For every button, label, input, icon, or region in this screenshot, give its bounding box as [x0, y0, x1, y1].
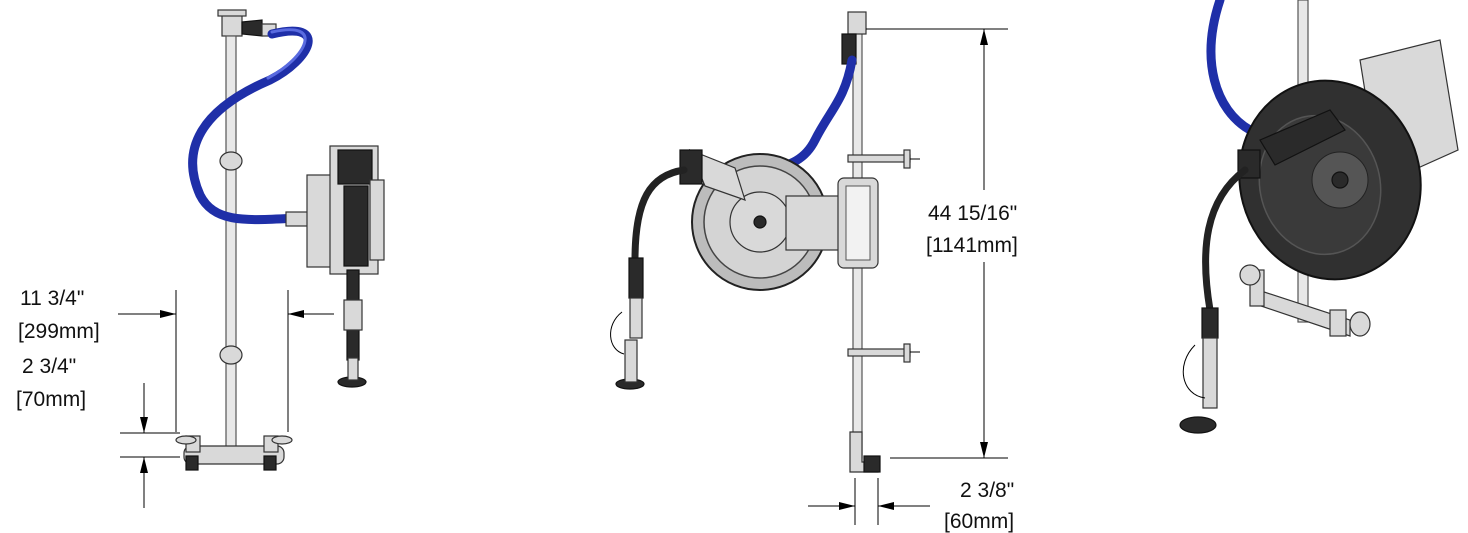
dim-side-height-imperial: 44 15/16"	[928, 202, 1017, 225]
side-bracket-upper	[847, 149, 920, 169]
iso-spray-head	[1179, 416, 1217, 434]
side-view: 44 15/16" [1141mm] 2 3/8" [60mm]	[610, 11, 1018, 533]
dimension-side-depth	[808, 478, 930, 525]
pipe-bracket	[219, 345, 243, 365]
hose-reel-front	[306, 145, 385, 275]
dimension-front-width	[118, 290, 334, 432]
iso-blue-hose	[1206, 0, 1255, 135]
side-top-valve	[847, 11, 867, 35]
side-bracket-lower	[847, 343, 920, 363]
wall-faucet	[175, 435, 293, 471]
isometric-view	[1179, 0, 1459, 434]
dim-side-depth-imperial: 2 3/8"	[960, 479, 1014, 502]
iso-hose-reel	[1238, 79, 1422, 281]
front-view: 11 3/4" [299mm] 2 3/4" [70mm]	[16, 9, 385, 508]
iso-black-hose	[1202, 166, 1249, 314]
dim-front-width-imperial: 11 3/4"	[20, 287, 84, 310]
dim-front-width-metric: [299mm]	[18, 320, 100, 343]
dim-front-offset-metric: [70mm]	[16, 388, 86, 411]
side-blue-hose	[765, 55, 857, 175]
top-valve	[217, 9, 277, 37]
side-black-hose	[631, 166, 688, 264]
dimension-front-offset	[120, 383, 180, 508]
dim-front-offset-imperial: 2 3/4"	[22, 355, 76, 378]
blue-hose	[188, 26, 313, 225]
pipe-bracket	[219, 151, 243, 171]
dim-side-height-metric: [1141mm]	[926, 234, 1018, 257]
dimension-side-height	[866, 28, 1008, 459]
dim-side-depth-metric: [60mm]	[944, 510, 1014, 533]
